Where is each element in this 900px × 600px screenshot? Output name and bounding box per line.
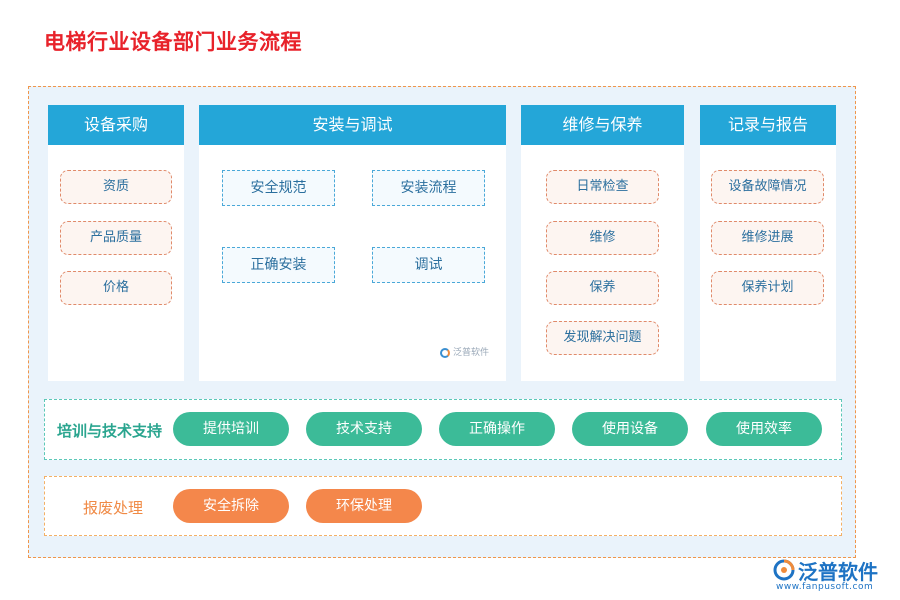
watermark: 泛普软件 <box>440 345 489 358</box>
procurement-item: 资质 <box>60 170 172 204</box>
column-records: 记录与报告 设备故障情况 维修进展 保养计划 <box>700 105 836 381</box>
installation-item: 安装流程 <box>372 170 485 206</box>
maintenance-item: 日常检查 <box>546 170 659 204</box>
column-header-installation: 安装与调试 <box>199 105 506 145</box>
procurement-item: 价格 <box>60 271 172 305</box>
column-header-maintenance: 维修与保养 <box>521 105 684 145</box>
watermark-logo-icon <box>440 347 450 358</box>
training-item: 使用设备 <box>572 412 688 446</box>
watermark-text: 泛普软件 <box>453 348 490 358</box>
training-item: 技术支持 <box>306 412 422 446</box>
scrap-item: 安全拆除 <box>173 489 289 523</box>
brand-url: www.fanpusoft.com <box>776 582 874 592</box>
column-procurement: 设备采购 资质 产品质量 价格 <box>48 105 184 381</box>
diagram-title: 电梯行业设备部门业务流程 <box>44 30 302 54</box>
column-maintenance: 维修与保养 日常检查 维修 保养 发现解决问题 <box>521 105 684 381</box>
training-item: 提供培训 <box>173 412 289 446</box>
records-item: 设备故障情况 <box>711 170 824 204</box>
brand-logo-icon <box>773 559 795 581</box>
column-header-procurement: 设备采购 <box>48 105 184 145</box>
installation-item: 正确安装 <box>222 247 335 283</box>
training-item: 正确操作 <box>439 412 555 446</box>
scrap-label: 报废处理 <box>83 499 144 517</box>
maintenance-item: 发现解决问题 <box>546 321 659 355</box>
scrap-band <box>44 476 842 536</box>
training-label: 培训与技术支持 <box>57 422 163 440</box>
records-item: 维修进展 <box>711 221 824 255</box>
procurement-item: 产品质量 <box>60 221 172 255</box>
training-item: 使用效率 <box>706 412 822 446</box>
column-header-records: 记录与报告 <box>700 105 836 145</box>
brand-name: 泛普软件 <box>798 560 878 584</box>
installation-item: 安全规范 <box>222 170 335 206</box>
column-installation: 安装与调试 安全规范 安装流程 正确安装 调试 <box>199 105 506 381</box>
maintenance-item: 维修 <box>546 221 659 255</box>
installation-item: 调试 <box>372 247 485 283</box>
records-item: 保养计划 <box>711 271 824 305</box>
maintenance-item: 保养 <box>546 271 659 305</box>
scrap-item: 环保处理 <box>306 489 422 523</box>
